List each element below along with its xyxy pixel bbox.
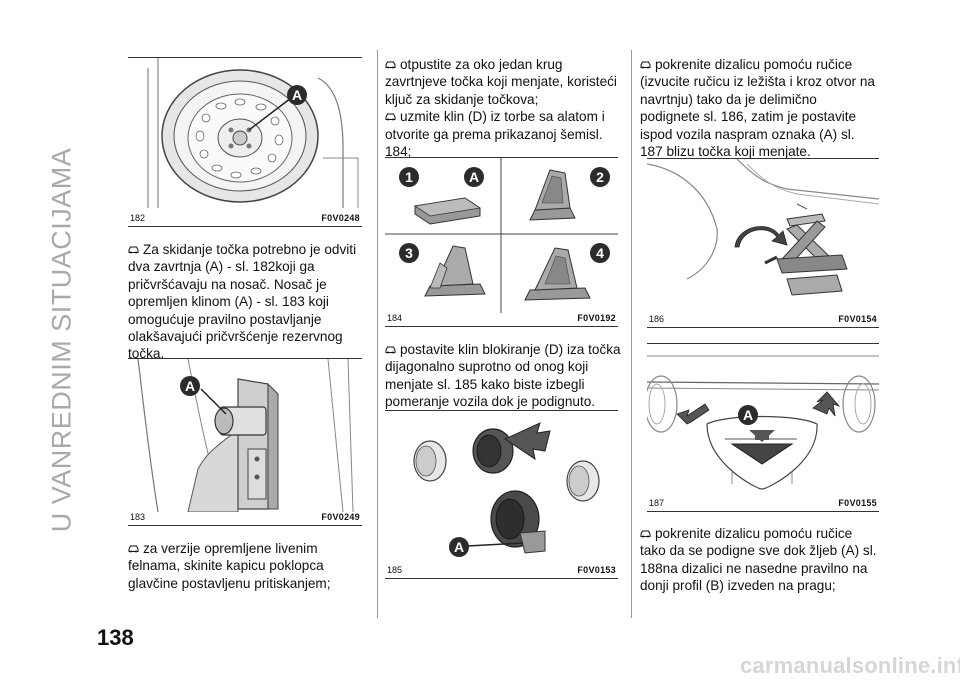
paragraph: za verzije opremljene livenim felnama, s… xyxy=(128,540,368,592)
figure-183: A 183 F0V0249 xyxy=(128,358,362,526)
paragraph-text: Za skidanje točka potrebno je odviti dva… xyxy=(128,242,357,362)
spare-wheel-illustration: A xyxy=(128,58,362,213)
figure-caption: 183 F0V0249 xyxy=(128,511,362,526)
step-number-3: 3 xyxy=(405,245,413,261)
figure-caption: 182 F0V0248 xyxy=(128,212,362,227)
figure-caption: 187 F0V0155 xyxy=(647,497,879,512)
label-a: A xyxy=(469,169,479,185)
wheel-chock-steps-illustration: 1 A 2 3 4 xyxy=(385,158,618,313)
figure-code: F0V0249 xyxy=(321,512,360,522)
car-icon xyxy=(640,61,651,69)
car-icon xyxy=(385,346,396,354)
figure-caption: 184 F0V0192 xyxy=(385,312,618,327)
step-number-4: 4 xyxy=(596,245,604,261)
text-block: otpustite za oko jedan krug zavrtnjeve t… xyxy=(385,56,625,160)
text-block: postavite klin blokiranje (D) iza točka … xyxy=(385,341,625,411)
figure-182: A 182 F0V0248 xyxy=(128,57,362,227)
paragraph: postavite klin blokiranje (D) iza točka … xyxy=(385,341,625,411)
text-block: Za skidanje točka potrebno je odviti dva… xyxy=(128,241,368,363)
page-number: 138 xyxy=(97,625,134,650)
chock-placement-illustration: A xyxy=(385,411,618,565)
paragraph: pokrenite dizalicu pomoću ručice tako da… xyxy=(640,525,880,595)
figure-number: 182 xyxy=(130,213,146,223)
label-a: A xyxy=(743,407,753,423)
jack-raising-illustration xyxy=(647,159,879,314)
text-block: za verzije opremljene livenim felnama, s… xyxy=(128,540,368,592)
label-a: A xyxy=(454,539,464,555)
figure-number: 185 xyxy=(387,565,403,575)
figure-number: 183 xyxy=(130,512,146,522)
car-icon xyxy=(385,113,396,121)
column-divider xyxy=(631,50,632,618)
figure-number: 186 xyxy=(649,314,665,324)
car-icon xyxy=(385,61,396,69)
paragraph-text: za verzije opremljene livenim felnama, s… xyxy=(128,541,331,591)
section-title: U VANREDNIM SITUACIJAMA xyxy=(46,147,77,533)
footer-watermark: carmanualsonline.info xyxy=(740,653,960,678)
label-a: A xyxy=(185,378,195,394)
paragraph-text: uzmite klin (D) iz torbe sa alatom i otv… xyxy=(385,109,605,160)
figure-number: 187 xyxy=(649,498,665,508)
figure-code: F0V0153 xyxy=(577,565,616,575)
paragraph-text: pokrenite dizalicu pomoću ručice (izvuci… xyxy=(640,57,875,160)
jack-holder-illustration: A xyxy=(128,359,362,512)
figure-187: A 187 F0V0155 xyxy=(647,343,879,512)
text-block: pokrenite dizalicu pomoću ručice tako da… xyxy=(640,525,880,595)
figure-code: F0V0155 xyxy=(838,498,877,508)
jacking-points-illustration: A xyxy=(647,344,879,498)
car-icon xyxy=(640,530,651,538)
paragraph: uzmite klin (D) iz torbe sa alatom i otv… xyxy=(385,108,625,160)
paragraph: otpustite za oko jedan krug zavrtnjeve t… xyxy=(385,56,625,108)
figure-caption: 185 F0V0153 xyxy=(385,564,618,579)
figure-186: 186 F0V0154 xyxy=(647,158,879,328)
figure-184: 1 A 2 3 4 184 F0V0192 xyxy=(385,157,618,327)
step-number-2: 2 xyxy=(596,169,604,185)
figure-185: A 185 F0V0153 xyxy=(385,410,618,579)
paragraph-text: otpustite za oko jedan krug zavrtnjeve t… xyxy=(385,57,617,107)
label-a: A xyxy=(292,87,302,103)
paragraph: pokrenite dizalicu pomoću ručice (izvuci… xyxy=(640,56,880,160)
car-icon xyxy=(128,246,139,254)
figure-code: F0V0192 xyxy=(577,313,616,323)
column-divider xyxy=(377,50,378,618)
paragraph-text: pokrenite dizalicu pomoću ručice tako da… xyxy=(640,526,877,594)
figure-caption: 186 F0V0154 xyxy=(647,313,879,328)
car-icon xyxy=(128,545,139,553)
text-block: pokrenite dizalicu pomoću ručice (izvuci… xyxy=(640,56,880,160)
figure-code: F0V0248 xyxy=(321,213,360,223)
paragraph: Za skidanje točka potrebno je odviti dva… xyxy=(128,241,368,363)
figure-number: 184 xyxy=(387,313,403,323)
step-number-1: 1 xyxy=(405,169,413,185)
paragraph-text: postavite klin blokiranje (D) iza točka … xyxy=(385,342,621,410)
figure-code: F0V0154 xyxy=(838,314,877,324)
